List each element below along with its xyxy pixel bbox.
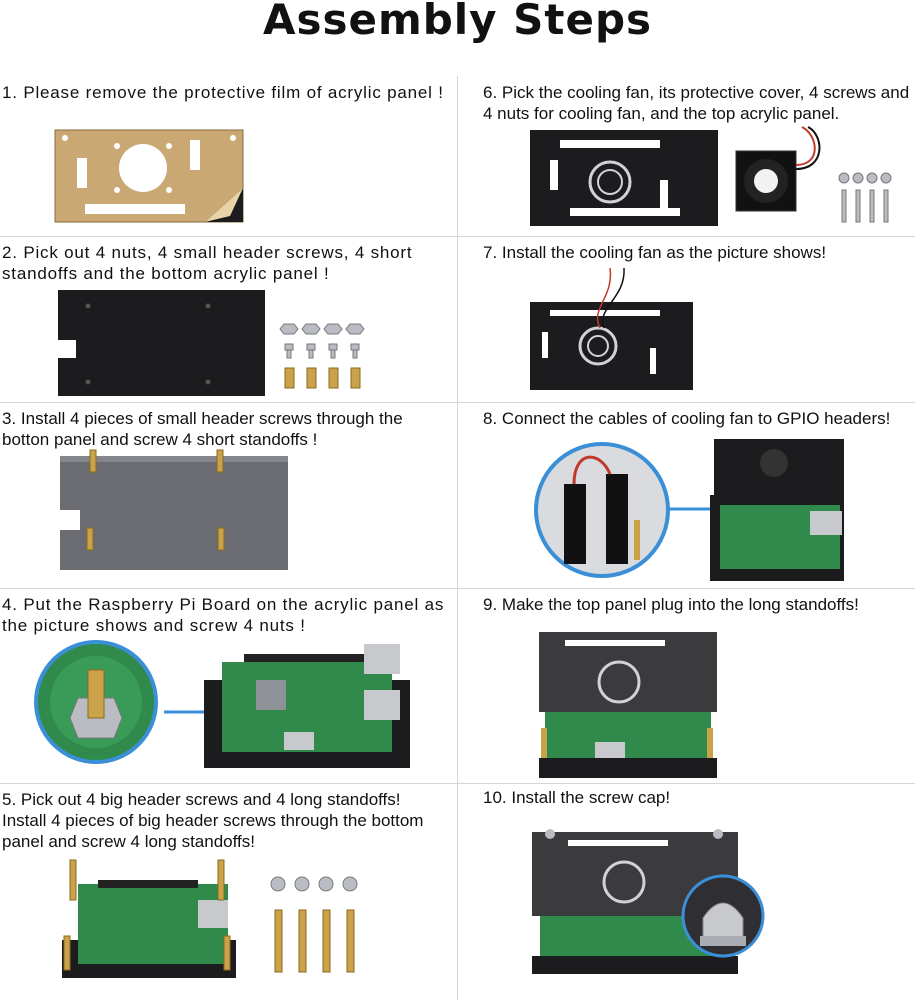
- step-4: 4. Put the Raspberry Pi Board on the acr…: [2, 594, 447, 636]
- step-text: Pick out 4 nuts, 4 small header screws, …: [2, 243, 413, 283]
- step-number: 10.: [483, 788, 507, 807]
- step-number: 4.: [2, 595, 18, 614]
- row-divider: [0, 236, 457, 237]
- step-9: 9. Make the top panel plug into the long…: [483, 594, 915, 615]
- fan-screws-illustration: [838, 172, 892, 223]
- top-panel-plugged-illustration: [539, 632, 717, 778]
- long-hardware-illustration: [270, 876, 358, 973]
- page-title: Assembly Steps: [262, 0, 653, 44]
- pi-board-on-panel-illustration: [164, 644, 410, 768]
- step-text: Install the screw cap!: [511, 788, 671, 807]
- gpio-connected-illustration: [670, 439, 844, 581]
- row-divider: [458, 402, 915, 403]
- acrylic-panel-film-illustration: [54, 129, 244, 223]
- step-text: Install 4 pieces of small header screws …: [2, 409, 403, 449]
- step-number: 1.: [2, 83, 18, 102]
- step-8: 8. Connect the cables of cooling fan to …: [483, 408, 915, 429]
- step-number: 7.: [483, 243, 498, 262]
- step-number: 8.: [483, 409, 498, 428]
- step-text: Pick out 4 big header screws and 4 long …: [2, 790, 424, 851]
- step-number: 5.: [2, 790, 17, 809]
- row-divider: [458, 236, 915, 237]
- step-number: 6.: [483, 83, 498, 102]
- row-divider: [0, 402, 457, 403]
- top-panel-illustration: [530, 130, 718, 226]
- step-5: 5. Pick out 4 big header screws and 4 lo…: [2, 789, 447, 852]
- screw-cap-illustration: [532, 829, 765, 974]
- step-text: Install the cooling fan as the picture s…: [501, 243, 827, 262]
- row-divider: [0, 588, 457, 589]
- step-number: 9.: [483, 595, 498, 614]
- row-divider: [0, 783, 457, 784]
- nut-zoom-callout: [34, 640, 158, 764]
- step-text: Put the Raspberry Pi Board on the acryli…: [2, 595, 445, 635]
- fan-installed-illustration: [530, 267, 693, 390]
- step-text: Please remove the protective film of acr…: [23, 83, 444, 102]
- step-10: 10. Install the screw cap!: [483, 787, 915, 808]
- row-divider: [458, 783, 915, 784]
- step-text: Connect the cables of cooling fan to GPI…: [501, 409, 891, 428]
- panel-standoffs-illustration: [60, 449, 288, 570]
- step-3: 3. Install 4 pieces of small header scre…: [2, 408, 447, 450]
- step-6: 6. Pick the cooling fan, its protective …: [483, 82, 915, 124]
- step-text: Pick the cooling fan, its protective cov…: [483, 83, 910, 123]
- step-2: 2. Pick out 4 nuts, 4 small header screw…: [2, 242, 447, 284]
- bottom-panel-illustration: [58, 290, 265, 396]
- hardware-illustration: [279, 323, 365, 389]
- step-7: 7. Install the cooling fan as the pictur…: [483, 242, 915, 263]
- step-text: Make the top panel plug into the long st…: [501, 595, 859, 614]
- step-number: 3.: [2, 409, 17, 428]
- long-standoffs-illustration: [62, 859, 236, 978]
- gpio-cable-zoom-callout: [534, 442, 670, 578]
- row-divider: [458, 588, 915, 589]
- cooling-fan-illustration: [735, 126, 821, 212]
- step-1: 1. Please remove the protective film of …: [2, 82, 447, 103]
- step-number: 2.: [2, 243, 18, 262]
- column-divider: [457, 76, 458, 1000]
